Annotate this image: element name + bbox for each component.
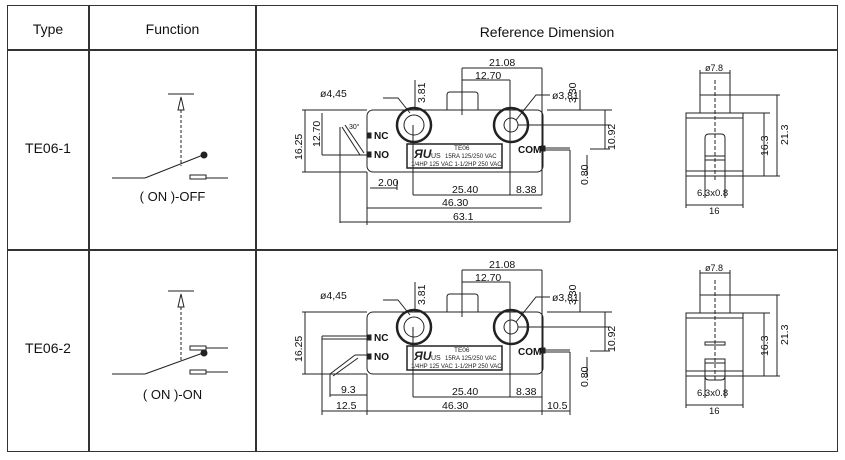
label-model: TE06 bbox=[454, 347, 470, 354]
header-type: Type bbox=[32, 21, 64, 37]
label-com: COM bbox=[518, 145, 541, 156]
dim-25-40: 25.40 bbox=[452, 386, 478, 398]
label-no: NO bbox=[374, 150, 389, 161]
dim-hole-right: ø3,81 bbox=[552, 292, 579, 304]
dim-3-30: 3.30 bbox=[567, 82, 579, 103]
dim-10-5: 10.5 bbox=[547, 400, 568, 412]
column-divider-2 bbox=[255, 5, 257, 452]
label-model: TE06 bbox=[454, 145, 470, 152]
dim-63-1: 63.1 bbox=[453, 211, 474, 223]
dim-3-30: 3.30 bbox=[567, 284, 579, 305]
side-dim-16-3: 16.3 bbox=[759, 135, 771, 156]
row-divider bbox=[7, 249, 838, 251]
dim-21-08: 21.08 bbox=[489, 259, 515, 271]
dim-hole-right: ø3,81 bbox=[552, 90, 579, 102]
side-dim-21-3: 21.3 bbox=[779, 324, 791, 345]
dim-46-30: 46.30 bbox=[442, 197, 468, 209]
label-no: NO bbox=[374, 352, 389, 363]
dim-2-00: 2.00 bbox=[378, 177, 399, 189]
dim-8-38: 8.38 bbox=[516, 184, 537, 196]
dim-hole-left: ø4,45 bbox=[320, 88, 347, 100]
label-com: COM bbox=[518, 347, 541, 358]
label-nc: NC bbox=[374, 333, 388, 344]
dim-hole-left: ø4,45 bbox=[320, 290, 347, 302]
dim-12-70-left: 12.70 bbox=[311, 121, 323, 147]
side-dim-width: 16 bbox=[709, 206, 720, 217]
switch-symbol-on-on bbox=[112, 290, 228, 375]
row-1-function-label: ( ON )-OFF bbox=[139, 189, 206, 204]
dim-16-25: 16.25 bbox=[293, 336, 305, 362]
label-cert: US bbox=[431, 153, 441, 160]
side-dim-diameter: ø7.8 bbox=[705, 263, 723, 273]
dim-0-80: 0.80 bbox=[579, 366, 591, 387]
row-1-type: TE06-1 bbox=[25, 140, 71, 156]
spec-table bbox=[7, 5, 838, 452]
dim-3-81: 3.81 bbox=[416, 82, 428, 103]
side-dim-terminal: 6.3x0.8 bbox=[697, 188, 728, 199]
side-dim-terminal: 6.3x0.8 bbox=[697, 388, 728, 399]
dim-angle: 30° bbox=[349, 123, 360, 131]
ul-logo-icon: ЯU bbox=[413, 349, 432, 363]
dim-12-5: 12.5 bbox=[336, 400, 357, 412]
switch-symbol-on-off bbox=[112, 93, 228, 180]
label-nc: NC bbox=[374, 131, 388, 142]
side-dim-16-3: 16.3 bbox=[759, 335, 771, 356]
dim-16-25: 16.25 bbox=[293, 134, 305, 160]
front-view-drawing-te06-2: ø4,45 ø3,81 21.08 12.70 3.81 3.30 10.92 … bbox=[293, 259, 618, 415]
dim-0-80: 0.80 bbox=[579, 164, 591, 185]
dim-12-70-top: 12.70 bbox=[475, 272, 501, 284]
side-dim-diameter: ø7.8 bbox=[705, 63, 723, 73]
label-cert: US bbox=[431, 355, 441, 362]
dim-46-30: 46.30 bbox=[442, 400, 468, 412]
header-reference-dimension: Reference Dimension bbox=[479, 24, 615, 40]
dim-3-81: 3.81 bbox=[416, 284, 428, 305]
front-view-drawing-te06-1: ø4,45 ø3,81 21.08 12.70 3.81 3.30 10.92 … bbox=[293, 57, 618, 225]
side-view-drawing-te06-1: ø7.8 16.3 21.3 6.3x0.8 16 bbox=[685, 63, 791, 217]
dim-12-70-top: 12.70 bbox=[475, 70, 501, 82]
label-rating-1: 15RA 125/250 VAC bbox=[445, 356, 497, 362]
dim-21-08: 21.08 bbox=[489, 57, 515, 69]
side-dim-width: 16 bbox=[709, 406, 720, 417]
header-divider bbox=[7, 49, 838, 51]
column-divider-1 bbox=[88, 5, 90, 452]
label-rating-2: 1/4HP 125 VAC 1-1/2HP 250 VAC bbox=[411, 364, 502, 370]
dim-10-92: 10.92 bbox=[606, 124, 618, 150]
dim-8-38: 8.38 bbox=[516, 386, 537, 398]
label-rating-1: 15RA 125/250 VAC bbox=[445, 154, 497, 160]
row-2-type: TE06-2 bbox=[25, 340, 71, 356]
dim-25-40: 25.40 bbox=[452, 184, 478, 196]
header-function: Function bbox=[145, 21, 200, 37]
row-2-function-label: ( ON )-ON bbox=[142, 387, 203, 402]
side-view-drawing-te06-2: ø7.8 16.3 21.3 6.3x0.8 16 bbox=[685, 263, 791, 417]
side-dim-21-3: 21.3 bbox=[779, 124, 791, 145]
dim-9-3: 9.3 bbox=[341, 384, 356, 396]
label-rating-2: 1/4HP 125 VAC 1-1/2HP 250 VAC bbox=[411, 162, 502, 168]
dim-10-92: 10.92 bbox=[606, 326, 618, 352]
ul-logo-icon: ЯU bbox=[413, 147, 432, 161]
